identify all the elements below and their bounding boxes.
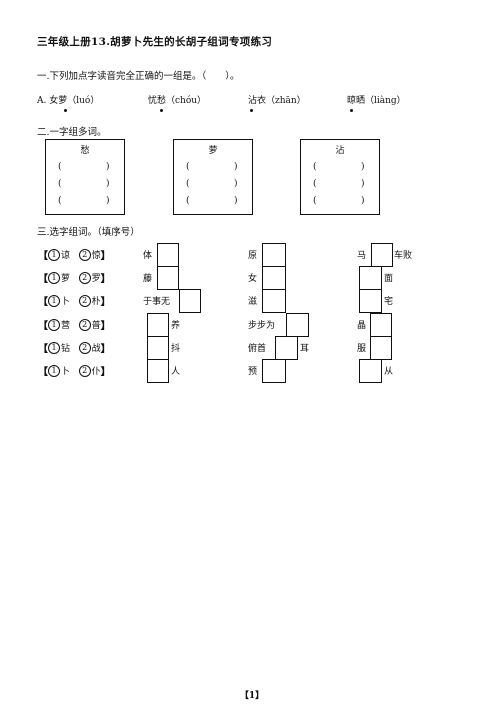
emphasis-dot [160, 109, 163, 112]
word-text: 人 [171, 367, 181, 377]
paren-open: ( [186, 196, 190, 206]
answer-box[interactable] [157, 266, 179, 290]
paren-open: ( [58, 162, 62, 172]
word-text: 从 [384, 367, 394, 377]
answer-box[interactable] [147, 359, 169, 383]
word-text: 于事无 [143, 297, 171, 307]
section2-heading: 二.一字组多词。 [37, 127, 107, 138]
emphasis-dot [350, 109, 353, 112]
word-text: 步步为 [248, 321, 276, 331]
paren-close: ) [234, 162, 238, 172]
word-text: 抖 [171, 344, 181, 354]
paren-open: ( [313, 179, 317, 189]
word-text: 服 [357, 344, 367, 354]
paren-close: ) [361, 179, 365, 189]
word-text: 耳 [300, 344, 310, 354]
word-box-3: 沾 ( ) ( ) ( ) [300, 139, 380, 215]
word-text: 原 [248, 251, 258, 261]
word-text: 滋 [248, 297, 258, 307]
word-text: 体 [143, 251, 153, 261]
answer-box[interactable] [370, 336, 392, 360]
answer-box[interactable] [359, 266, 382, 290]
word-text: 车败 [394, 251, 413, 261]
answer-box[interactable] [262, 359, 286, 383]
word-text: 预 [248, 367, 258, 377]
answer-box[interactable] [359, 359, 382, 383]
paren-open: ( [58, 196, 62, 206]
option-2: 忧愁（chóu） [148, 96, 207, 106]
paren-close: ) [361, 196, 365, 206]
section1-heading: 一.下列加点字读音完全正确的一组是。（ ）。 [37, 71, 240, 82]
word-text: 晶 [357, 321, 367, 331]
answer-box[interactable] [275, 336, 298, 360]
paren-open: ( [313, 162, 317, 172]
paren-open: ( [186, 162, 190, 172]
answer-box[interactable] [179, 289, 201, 313]
section3-heading: 三.选字组词。（填序号） [37, 227, 140, 238]
answer-box[interactable] [262, 266, 286, 290]
word-text: 宅 [384, 297, 394, 307]
option-4: 晾晒（liàng） [347, 96, 406, 106]
paren-close: ) [234, 196, 238, 206]
emphasis-dot [64, 109, 67, 112]
paren-close: ) [106, 179, 110, 189]
answer-box[interactable] [262, 243, 286, 267]
word-text: 藤 [143, 274, 153, 284]
answer-box[interactable] [262, 289, 286, 313]
answer-box[interactable] [359, 289, 382, 313]
answer-box[interactable] [286, 313, 309, 337]
option-3: 沾衣（zhān） [248, 96, 306, 106]
paren-close: ) [234, 179, 238, 189]
box-char: 愁 [80, 146, 90, 156]
answer-box[interactable] [147, 313, 169, 337]
paren-open: ( [313, 196, 317, 206]
answer-box[interactable] [157, 243, 179, 267]
answer-box[interactable] [147, 336, 169, 360]
paren-open: ( [186, 179, 190, 189]
word-text: 女 [248, 274, 258, 284]
word-box-1: 愁 ( ) ( ) ( ) [45, 139, 125, 215]
answer-box[interactable] [371, 243, 393, 267]
word-box-2: 萝 ( ) ( ) ( ) [173, 139, 253, 215]
box-char: 沾 [335, 146, 345, 156]
emphasis-dot [250, 109, 253, 112]
paren-close: ) [361, 162, 365, 172]
box-char: 萝 [208, 146, 218, 156]
answer-box[interactable] [370, 313, 392, 337]
page-number: 【1】 [239, 691, 265, 701]
word-text: 俯首 [248, 344, 267, 354]
word-text: 面 [384, 274, 394, 284]
paren-close: ) [106, 162, 110, 172]
paren-open: ( [58, 179, 62, 189]
paren-close: ) [106, 196, 110, 206]
word-text: 养 [171, 321, 181, 331]
word-text: 马 [357, 251, 367, 261]
page-title: 三年级上册13.胡萝卜先生的长胡子组词专项练习 [37, 36, 273, 48]
option-a: A. 女萝（luó） [37, 96, 100, 106]
